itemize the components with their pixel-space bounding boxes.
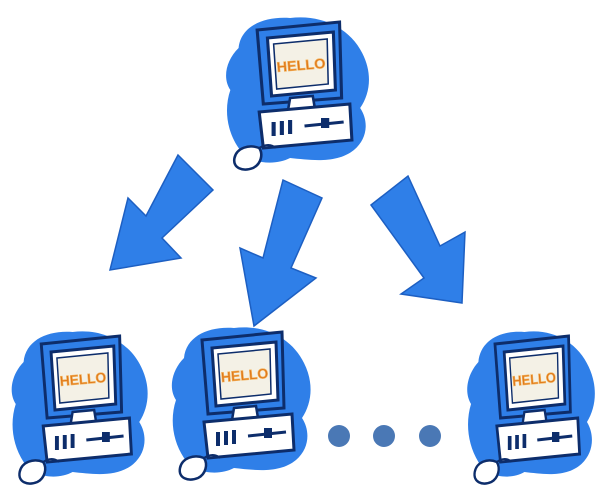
arrow-center — [239, 178, 323, 328]
target-3-screen-text: HELLO — [512, 369, 557, 389]
down-arrow-icon — [239, 178, 323, 328]
desktop-computer-icon — [465, 329, 596, 486]
desktop-computer-icon — [170, 325, 313, 482]
target-computer-1: HELLO — [10, 329, 150, 486]
target-1-screen-text: HELLO — [59, 369, 107, 389]
arrow-left — [108, 153, 215, 271]
target-computer-2: HELLO — [170, 325, 313, 482]
down-arrow-icon — [108, 153, 215, 271]
target-computer-3: HELLO — [465, 329, 596, 486]
ellipsis-dots-icon — [328, 425, 441, 447]
ellipsis-dot — [373, 425, 395, 447]
source-computer: HELLO — [224, 15, 371, 172]
source-screen-text: HELLO — [276, 56, 326, 76]
desktop-computer-icon — [224, 15, 371, 172]
ellipsis-dot — [328, 425, 350, 447]
down-arrow-icon — [369, 174, 466, 304]
ellipsis-dot — [419, 425, 441, 447]
arrow-right — [369, 174, 466, 304]
desktop-computer-icon — [10, 329, 150, 486]
target-2-screen-text: HELLO — [220, 365, 269, 385]
